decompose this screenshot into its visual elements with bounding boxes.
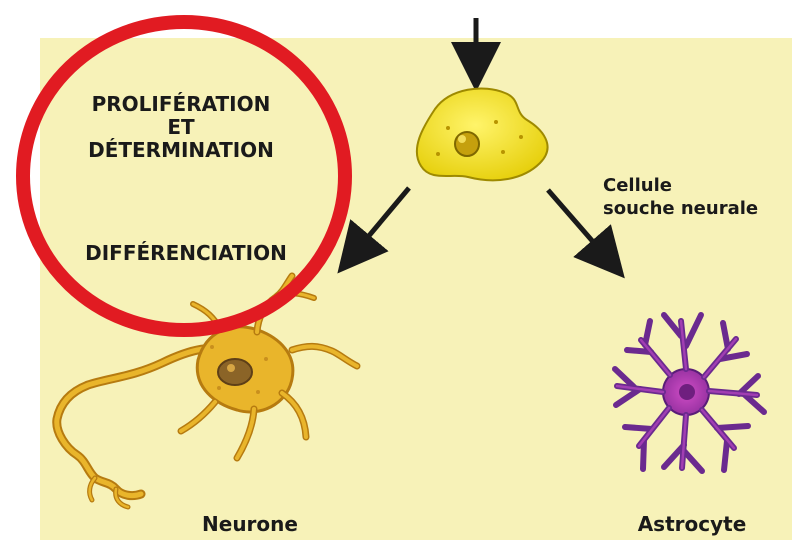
label-astrocyte: Astrocyte — [638, 512, 747, 536]
label-stem-cell-line-1: Cellule — [603, 175, 672, 196]
label-neuron: Neurone — [202, 512, 298, 536]
label-differenciation: DIFFÉRENCIATION — [85, 241, 287, 265]
label-et: ET — [167, 115, 195, 139]
stem-cell-icon — [417, 88, 548, 180]
astrocyte-icon — [615, 315, 764, 471]
label-stem-cell-line-2: souche neurale — [603, 198, 758, 219]
arrow-to-neuron — [347, 188, 409, 262]
label-determination: DÉTERMINATION — [88, 138, 274, 162]
label-proliferation: PROLIFÉRATION — [92, 92, 271, 116]
highlight-circle-icon — [23, 22, 345, 330]
